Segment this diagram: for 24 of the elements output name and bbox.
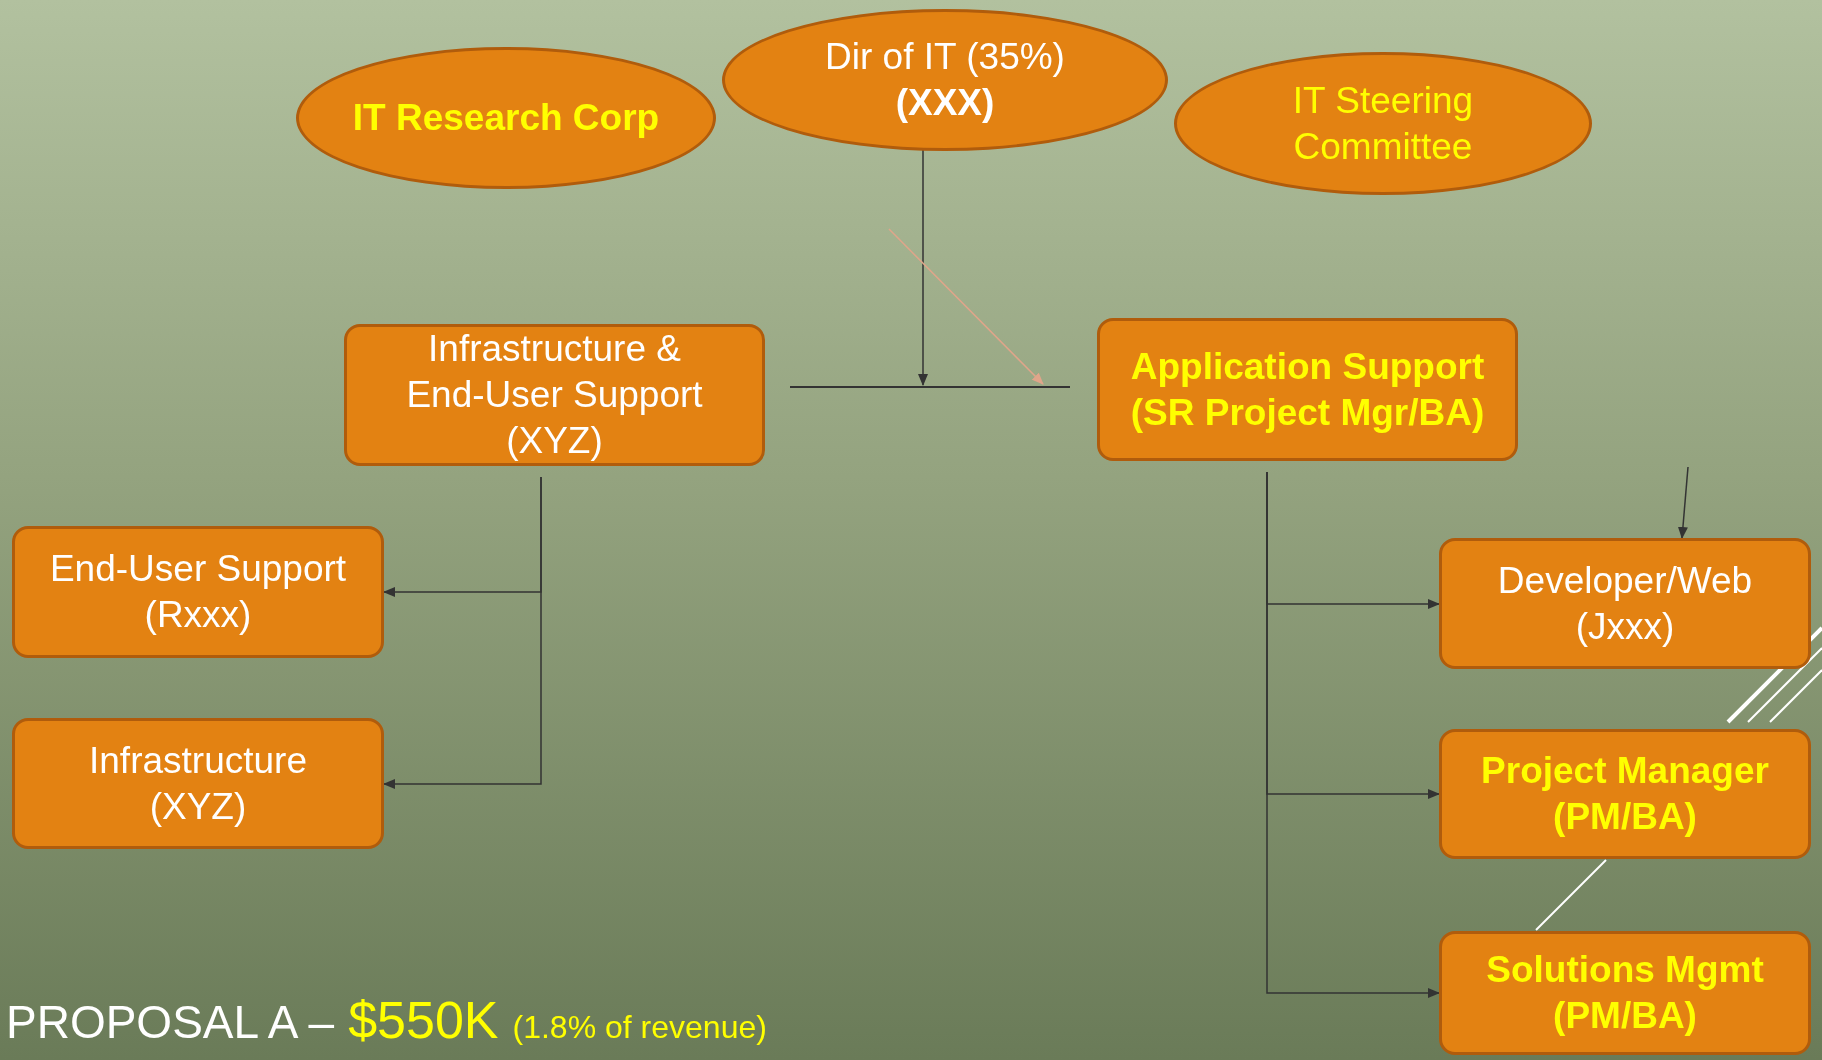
node-label: Application Support (SR Project Mgr/BA)	[1129, 344, 1486, 435]
role-box	[1439, 729, 1811, 859]
node-label: IT Steering Committee	[1291, 78, 1475, 169]
node-label: Dir of IT (35%) (XXX)	[824, 35, 1066, 125]
node-label: Solutions Mgmt (PM/BA)	[1485, 948, 1765, 1038]
role-box	[12, 718, 384, 849]
node-label: Project Manager (PM/BA)	[1480, 749, 1770, 839]
role-box	[1097, 318, 1518, 461]
role-box	[1439, 538, 1811, 669]
proposal-text: $550K	[348, 990, 499, 1050]
node-label: Infrastructure (XYZ)	[88, 738, 308, 829]
connector-arrow	[1677, 466, 1689, 539]
node-label: Infrastructure & End-User Support (XYZ)	[405, 327, 704, 463]
proposal-text: PROPOSAL A –	[6, 995, 335, 1049]
connector-arrow	[1266, 471, 1440, 998]
role-box	[344, 324, 765, 466]
node-label: End-User Support (Rxxx)	[48, 547, 348, 637]
role-box	[12, 526, 384, 658]
node-label: Developer/Web (Jxxx)	[1496, 558, 1754, 649]
connector-arrow	[383, 476, 542, 789]
connector-arrow	[888, 228, 1044, 385]
role-box	[1439, 931, 1811, 1055]
node-label: IT Research Corp	[352, 96, 660, 140]
proposal-text: (1.8% of revenue)	[512, 1009, 767, 1046]
